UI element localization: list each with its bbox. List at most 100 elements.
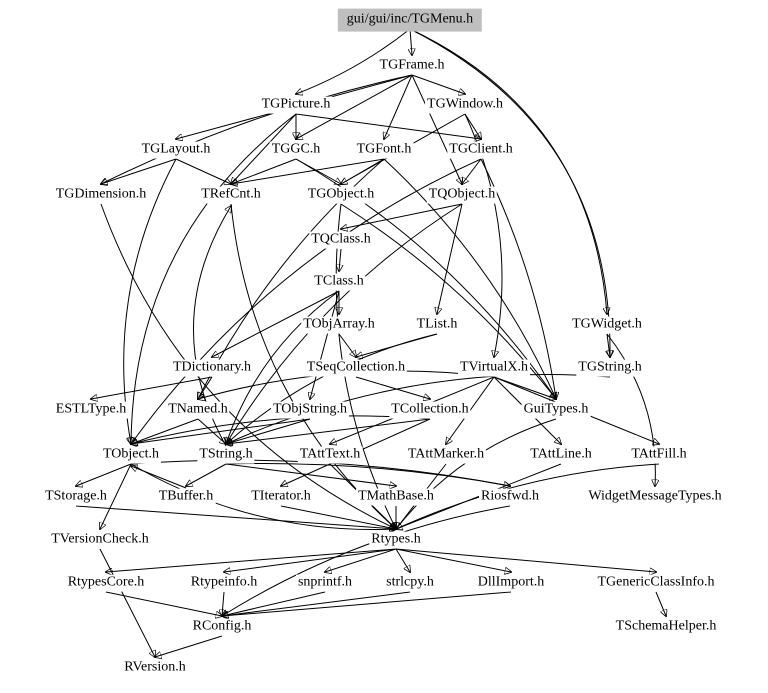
edge-TList-TString <box>226 333 438 444</box>
edge-TAttLine-Rtypes <box>396 463 562 529</box>
edge-TCollection-TString <box>226 418 431 444</box>
edge-Rtypes-RtypesCore <box>106 548 397 572</box>
edge-DllImport-RConfig <box>222 591 512 616</box>
edge-TGenericClassInfo-TSchemaHelper <box>655 591 666 616</box>
node-TGWindow[interactable]: TGWindow.h <box>425 96 505 114</box>
node-TGLayout[interactable]: TGLayout.h <box>139 141 213 159</box>
edge-TGLayout-TGDimension <box>101 158 177 184</box>
edge-TGFont-GuiTypes <box>383 158 556 399</box>
node-TGFrame[interactable]: TGFrame.h <box>377 57 447 75</box>
edge-TGFrame-TGWindow <box>411 74 465 94</box>
edge-TBuffer-TObject <box>131 466 187 489</box>
edge-TQObject-TList <box>437 203 463 314</box>
edge-TGFont-TGObject <box>341 158 385 184</box>
edge-TSeqCollection-TCollection <box>355 376 430 399</box>
edge-TGFrame-TGFont <box>384 74 413 139</box>
edge-TGClient-TObject <box>131 158 482 444</box>
edge-TGFrame-TGDimension <box>101 74 413 184</box>
node-TIterator[interactable]: TIterator.h <box>249 488 313 506</box>
edge-TGWidget-WidgetMessageTypes <box>606 333 655 486</box>
node-TGMenu: gui/gui/inc/TGMenu.h <box>337 8 483 32</box>
node-ESTLType[interactable]: ESTLType.h <box>53 401 129 419</box>
node-TAttText[interactable]: TAttText.h <box>297 446 363 464</box>
node-RtypesCore[interactable]: RtypesCore.h <box>65 574 147 592</box>
node-TList[interactable]: TList.h <box>414 316 460 334</box>
node-TSchemaHelper[interactable]: TSchemaHelper.h <box>613 618 719 636</box>
node-TMathBase[interactable]: TMathBase.h <box>356 488 436 506</box>
node-TGFont[interactable]: TGFont.h <box>354 141 414 159</box>
node-TGString[interactable]: TGString.h <box>576 359 644 377</box>
node-TObjString[interactable]: TObjString.h <box>270 401 350 419</box>
edge-TIterator-Rtypes <box>280 505 396 529</box>
node-RVersion[interactable]: RVersion.h <box>122 659 188 677</box>
edge-Rtypes-DllImport <box>395 548 511 572</box>
node-TDictionary[interactable]: TDictionary.h <box>170 359 254 377</box>
node-Riosfwd[interactable]: Riosfwd.h <box>479 488 541 506</box>
edge-Rtypes-strlcpy <box>395 548 410 572</box>
edge-TGMenu-TGPicture <box>296 28 411 94</box>
edge-TGWindow-TGClient <box>464 113 481 139</box>
edge-TAttFill-Rtypes <box>396 463 660 529</box>
edge-TVirtualX-GuiTypes <box>493 376 556 399</box>
edge-RtypesCore-RConfig <box>105 591 222 616</box>
node-Rtypes[interactable]: Rtypes.h <box>369 531 423 549</box>
edge-TObjString-TString <box>226 418 311 444</box>
node-TGClient[interactable]: TGClient.h <box>447 141 515 159</box>
edge-TGClient-TQObject <box>462 158 482 184</box>
edge-TGLayout-TRefCnt <box>175 158 231 184</box>
node-TString[interactable]: TString.h <box>197 446 255 464</box>
node-TGPicture[interactable]: TGPicture.h <box>259 96 333 114</box>
edge-snprintf-RConfig <box>222 591 326 616</box>
edge-TClass-TString <box>226 290 340 444</box>
node-TGDimension[interactable]: TGDimension.h <box>53 186 149 204</box>
node-TRefCnt[interactable]: TRefCnt.h <box>199 186 263 204</box>
node-GuiTypes[interactable]: GuiTypes.h <box>521 401 591 419</box>
edge-TVersionCheck-RVersion <box>99 548 155 657</box>
node-TAttFill[interactable]: TAttFill.h <box>629 446 689 464</box>
node-TGGC[interactable]: TGGC.h <box>269 141 323 159</box>
node-TBuffer[interactable]: TBuffer.h <box>156 488 216 506</box>
edge-TCollection-TObject <box>131 415 431 444</box>
node-Rtypeinfo[interactable]: Rtypeinfo.h <box>188 574 260 592</box>
edge-Rtypes-snprintf <box>325 548 397 572</box>
edge-TDictionary-ESTLType <box>91 376 213 399</box>
edge-Riosfwd-RConfig <box>222 505 511 616</box>
edge-TQObject-TQClass <box>341 203 463 229</box>
node-TSeqCollection[interactable]: TSeqCollection.h <box>304 359 408 377</box>
edge-TObject-TStorage <box>76 463 132 486</box>
edge-TGObject-GuiTypes <box>340 203 556 399</box>
node-TGWidget[interactable]: TGWidget.h <box>570 316 644 334</box>
edge-TGFont-TRefCnt <box>231 158 385 184</box>
node-WidgetMessageTypes[interactable]: WidgetMessageTypes.h <box>586 488 724 506</box>
node-TAttMarker[interactable]: TAttMarker.h <box>405 446 487 464</box>
node-TVirtualX[interactable]: TVirtualX.h <box>458 359 530 377</box>
edge-Rtypes-Rtypeinfo <box>224 548 397 572</box>
node-TAttLine[interactable]: TAttLine.h <box>528 446 594 464</box>
node-strlcpy[interactable]: strlcpy.h <box>384 574 436 592</box>
node-TGObject[interactable]: TGObject.h <box>305 186 377 204</box>
node-TVersionCheck[interactable]: TVersionCheck.h <box>49 531 151 549</box>
node-RConfig[interactable]: RConfig.h <box>190 618 254 636</box>
edge-Rtypeinfo-RConfig <box>222 591 224 616</box>
node-snprintf[interactable]: snprintf.h <box>295 574 355 592</box>
node-TObject[interactable]: TObject.h <box>100 446 162 464</box>
node-DllImport[interactable]: DllImport.h <box>475 574 547 592</box>
edge-TObject-Riosfwd <box>130 459 510 486</box>
node-TQObject[interactable]: TQObject.h <box>426 186 498 204</box>
node-TGenericClassInfo[interactable]: TGenericClassInfo.h <box>595 574 717 592</box>
edge-TString-TBuffer <box>186 463 227 486</box>
node-TObjArray[interactable]: TObjArray.h <box>301 316 377 334</box>
edge-TObjString-TObject <box>131 418 311 444</box>
node-TCollection[interactable]: TCollection.h <box>389 401 471 419</box>
node-TNamed[interactable]: TNamed.h <box>166 401 230 419</box>
edge-TGDimension-Rtypes <box>100 203 396 529</box>
edge-TClass-TDictionary <box>212 290 340 357</box>
node-TQClass[interactable]: TQClass.h <box>309 231 373 249</box>
edge-TObject-TVersionCheck <box>100 463 132 529</box>
edge-TGFrame-TGGC <box>296 74 413 139</box>
edge-TClass-TObjString <box>310 290 340 399</box>
node-TStorage[interactable]: TStorage.h <box>43 488 109 506</box>
edge-TGPicture-TGClient <box>295 113 481 139</box>
node-TClass[interactable]: TClass.h <box>312 273 366 291</box>
edge-strlcpy-RConfig <box>222 591 411 616</box>
